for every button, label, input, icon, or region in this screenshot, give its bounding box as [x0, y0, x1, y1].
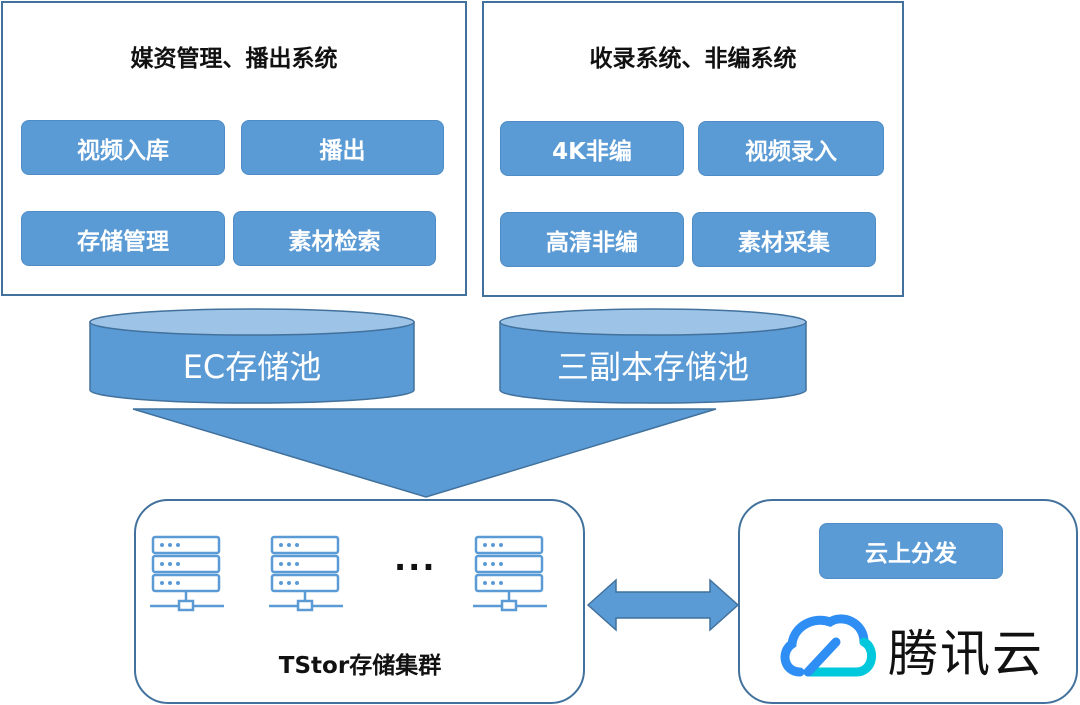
merge-funnel — [132, 408, 717, 498]
4k-editing-button[interactable]: 4K非编 — [500, 121, 684, 176]
playout-button[interactable]: 播出 — [241, 120, 444, 175]
double-arrow — [586, 578, 740, 632]
more-servers-ellipsis: ··· — [394, 548, 437, 586]
tencent-cloud-wordmark: 腾讯云 — [888, 625, 1044, 683]
video-ingest-button[interactable]: 视频入库 — [21, 120, 225, 175]
replica-pool-label: 三副本存储池 — [556, 348, 749, 386]
panel-title: 媒资管理、播出系统 — [130, 46, 338, 72]
hd-editing-button[interactable]: 高清非编 — [500, 212, 684, 267]
replica-pool-cylinder — [499, 308, 807, 404]
asset-search-button[interactable]: 素材检索 — [233, 211, 436, 266]
server-icon — [269, 535, 343, 612]
panel-title: 收录系统、非编系统 — [589, 46, 797, 72]
storage-management-button[interactable]: 存储管理 — [21, 211, 225, 266]
ec-pool-label: EC存储池 — [182, 348, 322, 386]
tencent-cloud-logo-icon — [780, 614, 876, 677]
cloud-distribution-button[interactable]: 云上分发 — [819, 523, 1003, 579]
video-recording-button[interactable]: 视频录入 — [698, 121, 884, 176]
asset-capture-button[interactable]: 素材采集 — [692, 212, 876, 267]
cluster-label: TStor存储集群 — [278, 653, 442, 679]
server-icon — [150, 535, 224, 612]
server-icon — [473, 535, 547, 612]
ec-pool-cylinder — [89, 308, 415, 404]
